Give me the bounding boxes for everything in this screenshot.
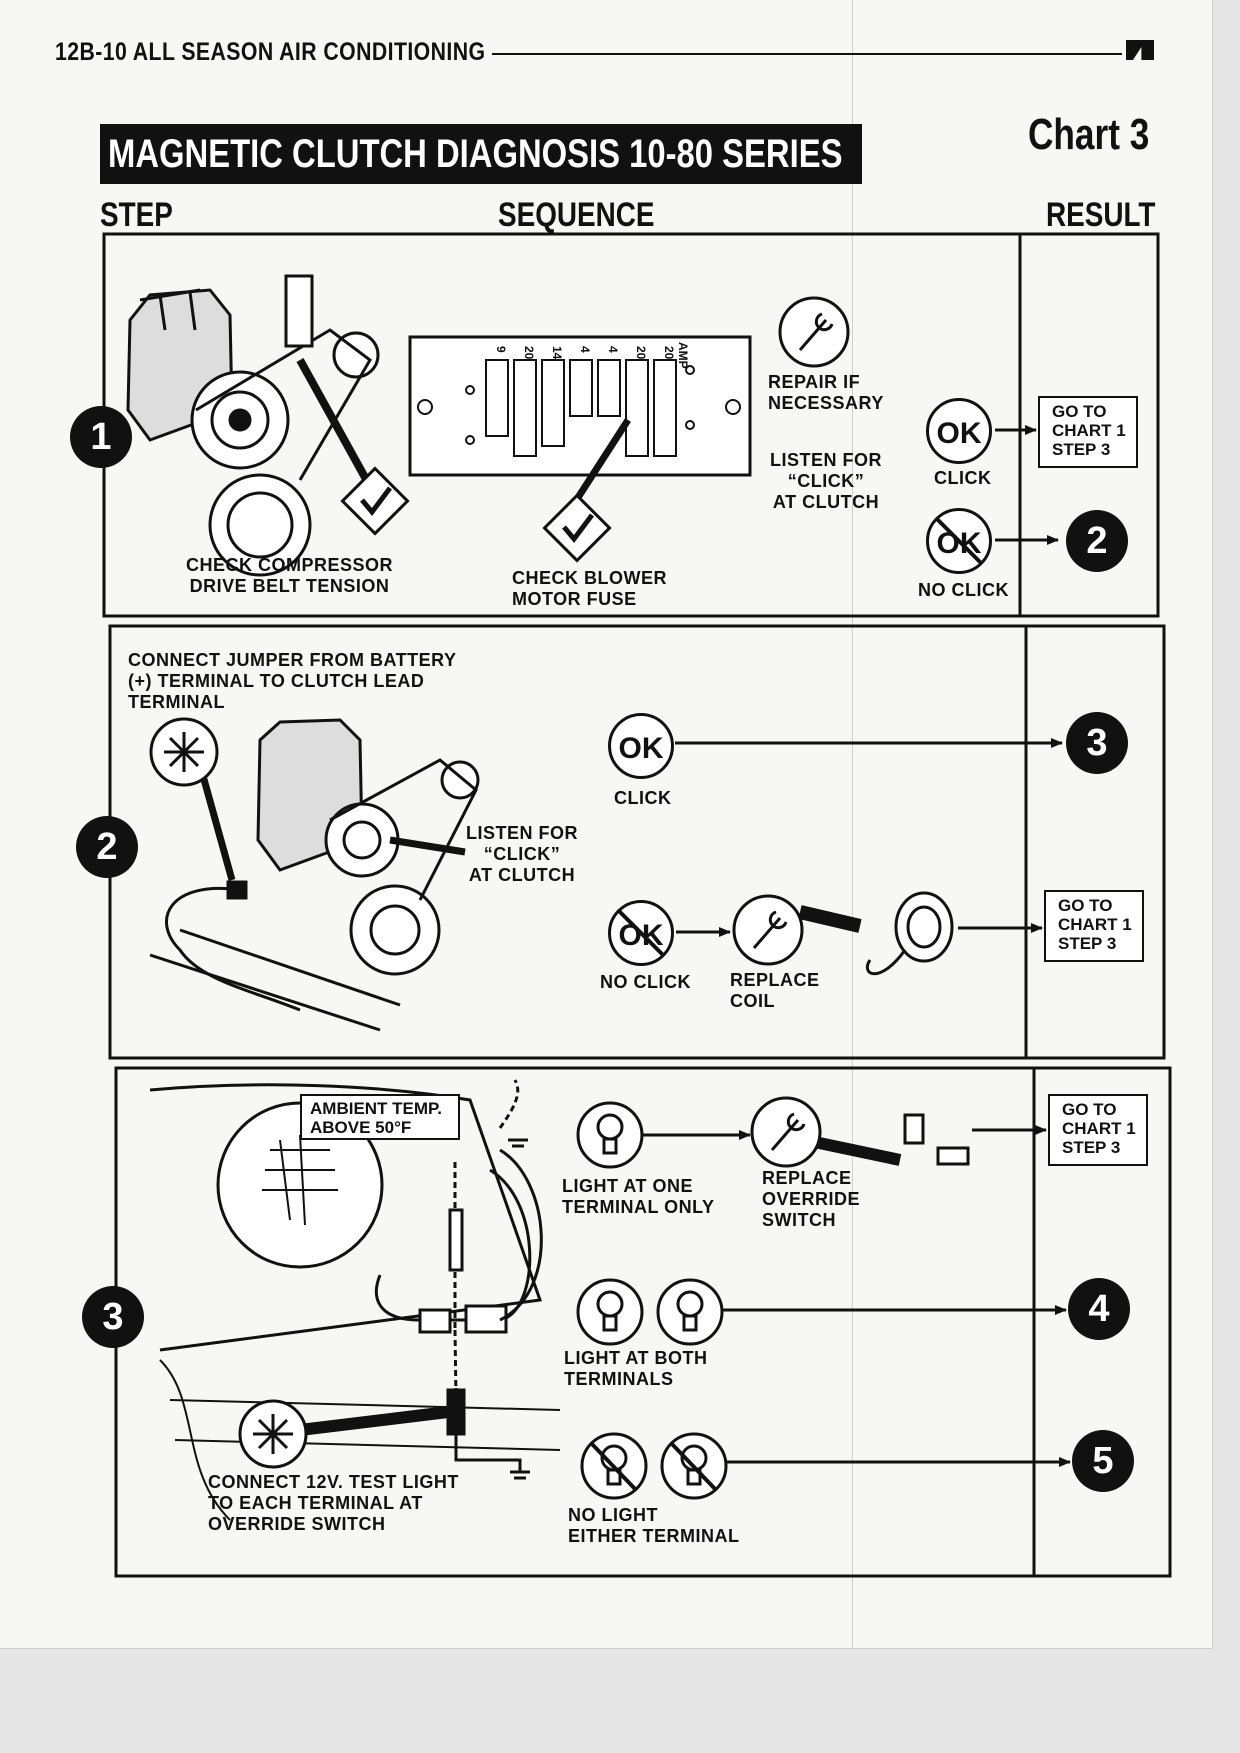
fuse-rating: 14 [550,346,564,360]
bulb-icon [656,1278,724,1346]
jumper-illustration [149,718,954,1032]
step-2-badge: 2 [76,816,138,878]
click-label: CLICK [614,788,672,808]
repair-wrench-icon [778,296,850,368]
fuse-rating: 20 [662,346,676,360]
listen-label: LISTEN FOR“CLICK”AT CLUTCH [466,823,578,885]
compressor-illustration [126,274,380,577]
ambient-temp-box: AMBIENT TEMP.ABOVE 50°F [300,1094,460,1140]
column-sequence-heading: SEQUENCE [498,196,655,234]
bulb-icon [576,1278,644,1346]
header-rule [492,53,1122,55]
ok-click-icon: OK [608,713,674,779]
ok-click-icon: OK [926,398,992,464]
no-click-label: NO CLICK [918,580,1009,600]
column-result-heading: RESULT [1046,196,1156,234]
fuse-amp-label: AMP [676,342,690,369]
column-step-heading: STEP [100,196,173,234]
next-step-badge: 4 [1068,1278,1130,1340]
next-step-badge: 5 [1072,1430,1134,1492]
chart-number: Chart 3 [1028,110,1150,159]
page-fold-line [852,0,853,1648]
fuse-rating: 20 [522,346,536,360]
chart-title: MAGNETIC CLUTCH DIAGNOSIS 10-80 SERIES [108,132,843,176]
fuse-rating: 20 [634,346,648,360]
check-belt-icon [340,466,410,536]
test-light-connection-icon [238,1399,308,1469]
replace-switch-wrench-icon [750,1096,822,1168]
next-step-badge: 2 [1066,510,1128,572]
step-3-badge: 3 [82,1286,144,1348]
section-header: 12B-10 ALL SEASON AIR CONDITIONING [55,38,486,66]
next-step-badge: 3 [1066,712,1128,774]
fuse-panel-illustration [408,335,752,512]
step-1-badge: 1 [70,406,132,468]
no-click-slash-icon [934,516,984,566]
listen-label: LISTEN FOR“CLICK”AT CLUTCH [770,450,882,512]
manual-page [0,0,1213,1649]
jumper-connection-icon [149,717,219,787]
no-click-label: NO CLICK [600,972,691,992]
replace-coil-wrench-icon [732,894,804,966]
title-banner: MAGNETIC CLUTCH DIAGNOSIS 10-80 SERIES [100,124,862,184]
override-switch-illustration [149,1079,970,1521]
bulb-icon [576,1101,644,1169]
fuse-rating: 9 [494,346,508,353]
connect-jumper-label: CONNECT JUMPER FROM BATTERY(+) TERMINAL … [128,650,457,712]
fuse-rating: 4 [606,346,620,353]
check-fuse-icon [542,493,612,563]
no-light-bulb-icon [580,1432,648,1500]
fuse-rating: 4 [578,346,592,353]
click-label: CLICK [934,468,992,488]
no-click-slash-icon [616,908,666,958]
no-light-bulb-icon [660,1432,728,1500]
